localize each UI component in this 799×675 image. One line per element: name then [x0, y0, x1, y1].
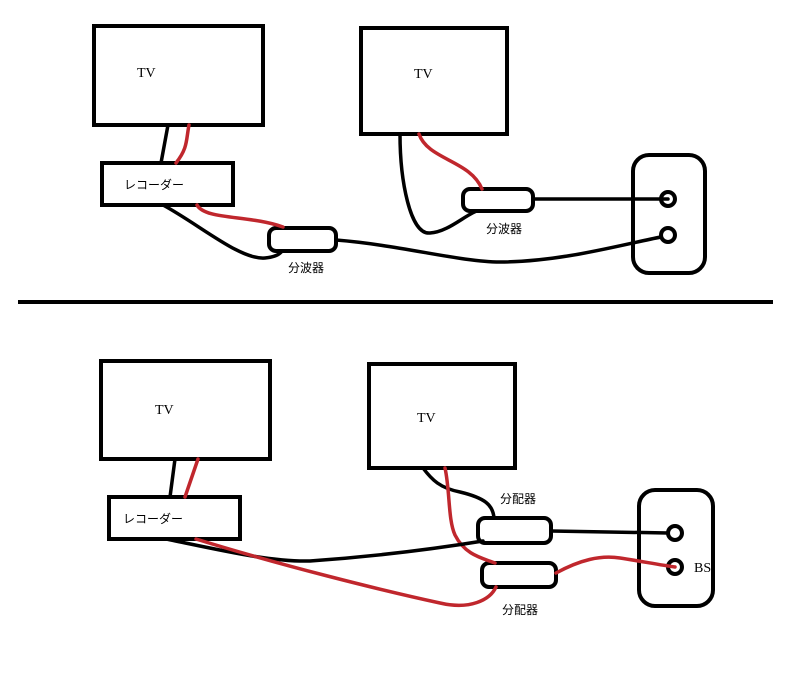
distributor-label: 分配器 — [502, 603, 538, 617]
cable-red — [194, 537, 498, 608]
recorder-box-top — [100, 161, 235, 207]
cable-black — [398, 132, 479, 235]
splitter-label: 分波器 — [288, 261, 324, 275]
cable-red — [417, 132, 484, 191]
tv-box-bottom-right — [367, 362, 517, 470]
tv-box-top-right — [359, 26, 509, 136]
bottom-diagram: TV レコーダー TV 分配器 分配器 BS — [99, 359, 715, 617]
bs-label: BS — [694, 561, 711, 576]
splitter-box-right — [461, 187, 535, 213]
tv-label: TV — [414, 67, 433, 82]
splitter-box-left — [267, 226, 338, 253]
recorder-label: レコーダー — [124, 177, 184, 192]
cable-red — [195, 203, 285, 229]
splitter-label: 分波器 — [486, 222, 522, 236]
cable-black — [334, 235, 663, 264]
cable-black — [421, 466, 496, 520]
tv-label: TV — [155, 403, 174, 418]
cable-black — [168, 457, 177, 499]
tv-box-top-left — [92, 24, 265, 127]
distributor-box-top — [476, 516, 553, 545]
top-diagram: TV レコーダー 分波器 TV 分波器 — [92, 24, 707, 275]
outlet-port — [659, 226, 677, 244]
tv-label: TV — [137, 66, 156, 81]
distributor-box-bottom — [480, 561, 558, 589]
wall-outlet-bottom — [637, 488, 715, 608]
distributor-label: 分配器 — [500, 492, 536, 506]
tv-label: TV — [417, 411, 436, 426]
outlet-port — [666, 524, 684, 542]
cable-red — [174, 123, 191, 165]
cable-black — [549, 529, 670, 535]
tv-box-bottom-left — [99, 359, 272, 461]
cable-red — [183, 457, 200, 499]
cable-black — [159, 123, 170, 165]
cable-black — [161, 203, 284, 260]
recorder-label: レコーダー — [123, 511, 183, 526]
cable-red — [443, 466, 497, 565]
wall-outlet-top — [631, 153, 707, 275]
cable-red — [554, 555, 677, 575]
cable-black — [164, 537, 485, 563]
